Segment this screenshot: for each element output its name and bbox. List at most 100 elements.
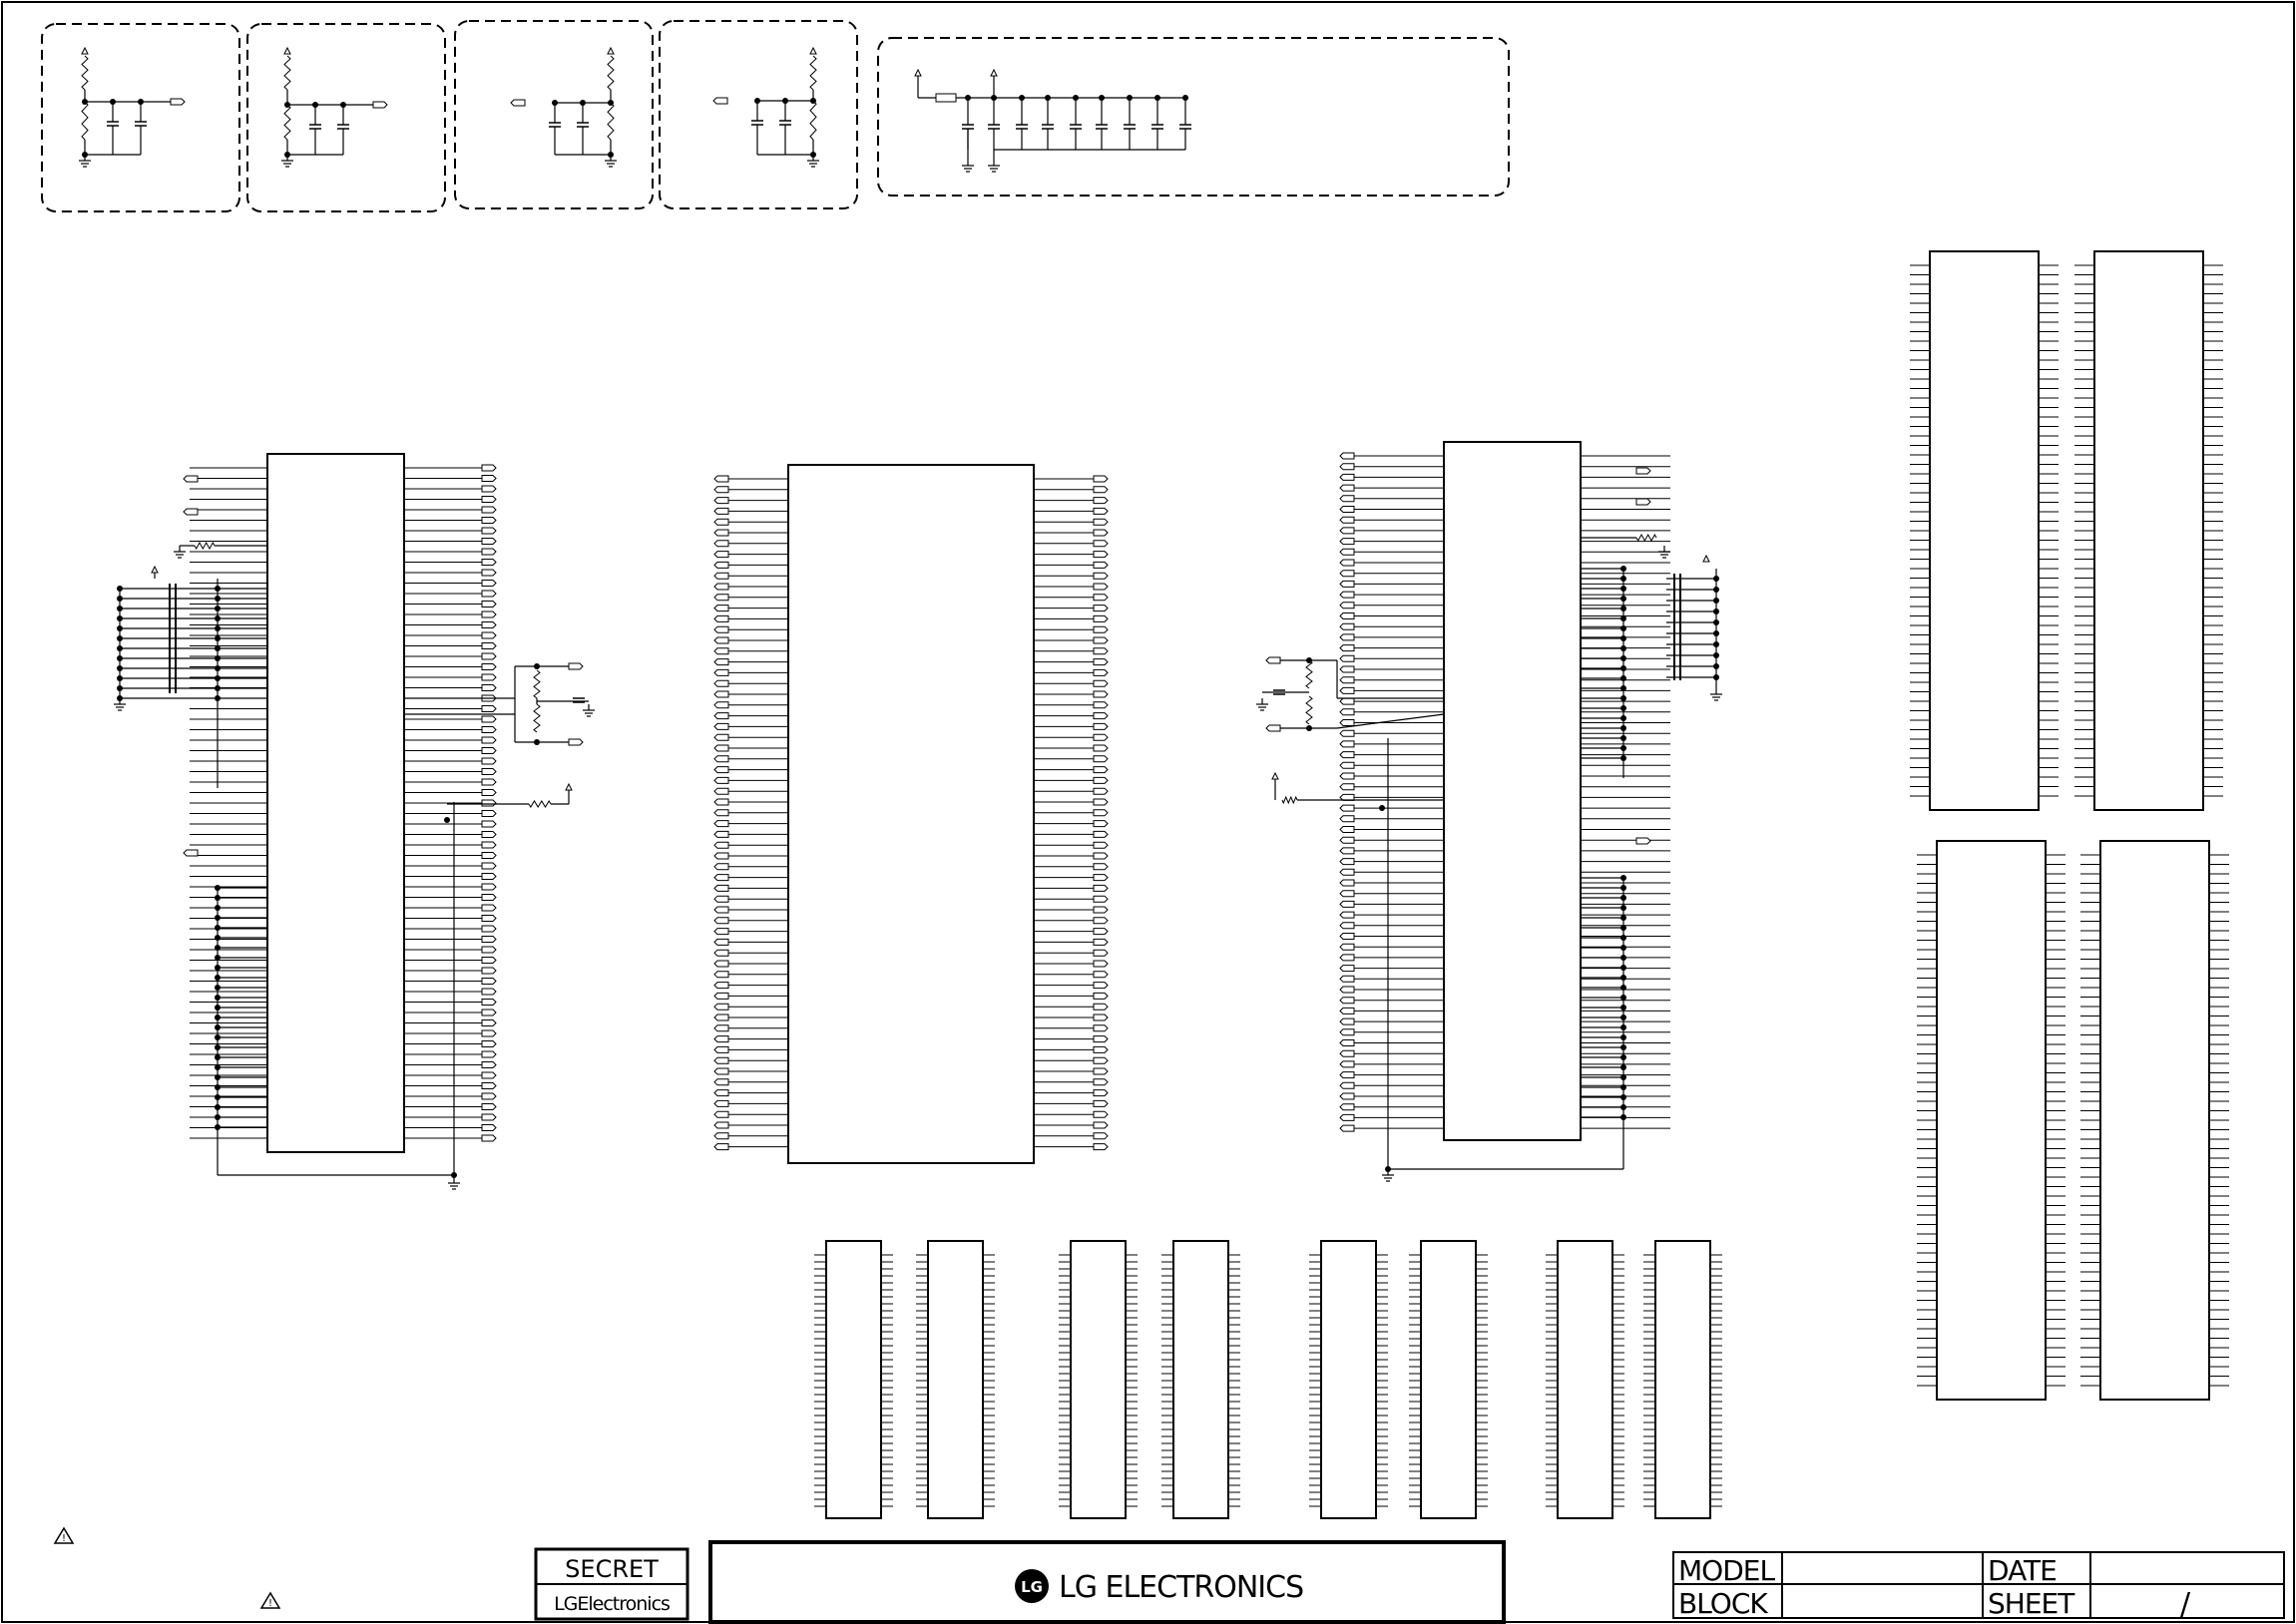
net-flag bbox=[1339, 591, 1355, 599]
junction-dot bbox=[552, 100, 558, 106]
net-flag bbox=[713, 766, 729, 774]
net-flag bbox=[481, 1124, 497, 1131]
resistor bbox=[1305, 659, 1313, 689]
net-flag bbox=[713, 895, 729, 903]
net-flag bbox=[481, 517, 497, 524]
net-flag bbox=[1093, 712, 1109, 720]
net-flag bbox=[1093, 1056, 1109, 1064]
net-flag bbox=[713, 540, 729, 548]
company-main-label: LG ELECTRONICS bbox=[1059, 1570, 1303, 1605]
net-flag bbox=[713, 701, 729, 709]
wiring bbox=[114, 467, 1722, 1190]
net-flag bbox=[713, 583, 729, 591]
net-flag bbox=[1093, 1035, 1109, 1043]
net-flag bbox=[713, 1121, 729, 1129]
net-flag bbox=[481, 538, 497, 545]
net-flag bbox=[712, 97, 728, 105]
power-filter-blocks bbox=[41, 20, 1510, 212]
net-flag bbox=[1093, 572, 1109, 580]
net-flag bbox=[1093, 647, 1109, 655]
net-flag bbox=[1339, 858, 1355, 866]
net-flag bbox=[1093, 982, 1109, 990]
net-flag bbox=[481, 663, 497, 670]
power-arrow bbox=[809, 46, 817, 55]
net-flag bbox=[1093, 625, 1109, 633]
net-flag bbox=[1093, 551, 1109, 559]
net-flag bbox=[481, 831, 497, 838]
net-flag bbox=[1093, 594, 1109, 602]
net-flag bbox=[481, 852, 497, 859]
net-flag bbox=[481, 999, 497, 1006]
power-arrow bbox=[283, 46, 291, 55]
net-flag bbox=[1339, 740, 1355, 748]
power-arrow bbox=[565, 782, 573, 791]
net-flag bbox=[1093, 529, 1109, 537]
junction-dot bbox=[444, 817, 450, 823]
filter-block-1 bbox=[41, 23, 240, 212]
net-flag bbox=[1093, 906, 1109, 914]
net-flag bbox=[1093, 605, 1109, 612]
net-flag bbox=[1093, 733, 1109, 741]
net-flag bbox=[481, 915, 497, 922]
net-flag bbox=[1339, 654, 1355, 662]
net-flag bbox=[481, 569, 497, 577]
resistor bbox=[809, 55, 817, 91]
net-flag bbox=[713, 992, 729, 1000]
net-flag bbox=[481, 757, 497, 765]
net-flag bbox=[1339, 1124, 1355, 1132]
net-flag bbox=[1093, 766, 1109, 774]
net-flag bbox=[510, 99, 526, 107]
net-flag bbox=[1635, 467, 1651, 475]
lg-logo-letters: LG bbox=[1021, 1578, 1043, 1596]
net-flag bbox=[1093, 658, 1109, 666]
junction-dot bbox=[312, 102, 318, 108]
net-flag bbox=[481, 1029, 497, 1037]
net-flag bbox=[1339, 602, 1355, 609]
resistor bbox=[533, 669, 541, 699]
net-flag bbox=[1339, 473, 1355, 481]
net-flag bbox=[1093, 668, 1109, 676]
net-flag bbox=[481, 936, 497, 943]
net-flag bbox=[481, 559, 497, 566]
net-flag bbox=[1093, 1099, 1109, 1107]
net-flag bbox=[481, 1082, 497, 1089]
net-flag bbox=[568, 662, 584, 670]
title-block-grid: MODEL BLOCK DATE SHEET / bbox=[1672, 1551, 2285, 1622]
net-flag bbox=[481, 684, 497, 691]
net-flag bbox=[481, 883, 497, 891]
net-flag bbox=[1339, 729, 1355, 737]
resistor bbox=[81, 55, 89, 91]
net-flag bbox=[1339, 879, 1355, 887]
net-flag bbox=[1093, 561, 1109, 569]
net-flag bbox=[1339, 975, 1355, 983]
net-flag bbox=[1093, 1110, 1109, 1118]
net-flag bbox=[713, 636, 729, 644]
resistor bbox=[81, 101, 89, 141]
power-arrow bbox=[990, 68, 998, 77]
net-flag bbox=[1093, 614, 1109, 622]
net-flag bbox=[713, 1067, 729, 1075]
ic-body bbox=[825, 1240, 882, 1519]
net-flag bbox=[713, 917, 729, 925]
net-flag bbox=[1093, 928, 1109, 936]
net-flag bbox=[481, 496, 497, 503]
ic-body bbox=[1557, 1240, 1613, 1519]
net-flag bbox=[1339, 783, 1355, 791]
net-flag bbox=[1093, 722, 1109, 730]
net-flag bbox=[1093, 820, 1109, 828]
resistor bbox=[283, 104, 291, 141]
net-flag bbox=[1093, 938, 1109, 946]
net-flag bbox=[481, 778, 497, 786]
power-arrow bbox=[81, 46, 89, 55]
net-flag bbox=[481, 527, 497, 535]
net-flag bbox=[1339, 890, 1355, 898]
resistor bbox=[283, 55, 291, 91]
net-flag bbox=[481, 862, 497, 870]
net-flag bbox=[1339, 997, 1355, 1005]
net-flag bbox=[1093, 776, 1109, 784]
net-flag bbox=[1339, 1007, 1355, 1015]
net-flag bbox=[1339, 538, 1355, 546]
net-flag bbox=[1093, 497, 1109, 505]
net-flag bbox=[1635, 498, 1651, 506]
junction-dot bbox=[580, 100, 586, 106]
